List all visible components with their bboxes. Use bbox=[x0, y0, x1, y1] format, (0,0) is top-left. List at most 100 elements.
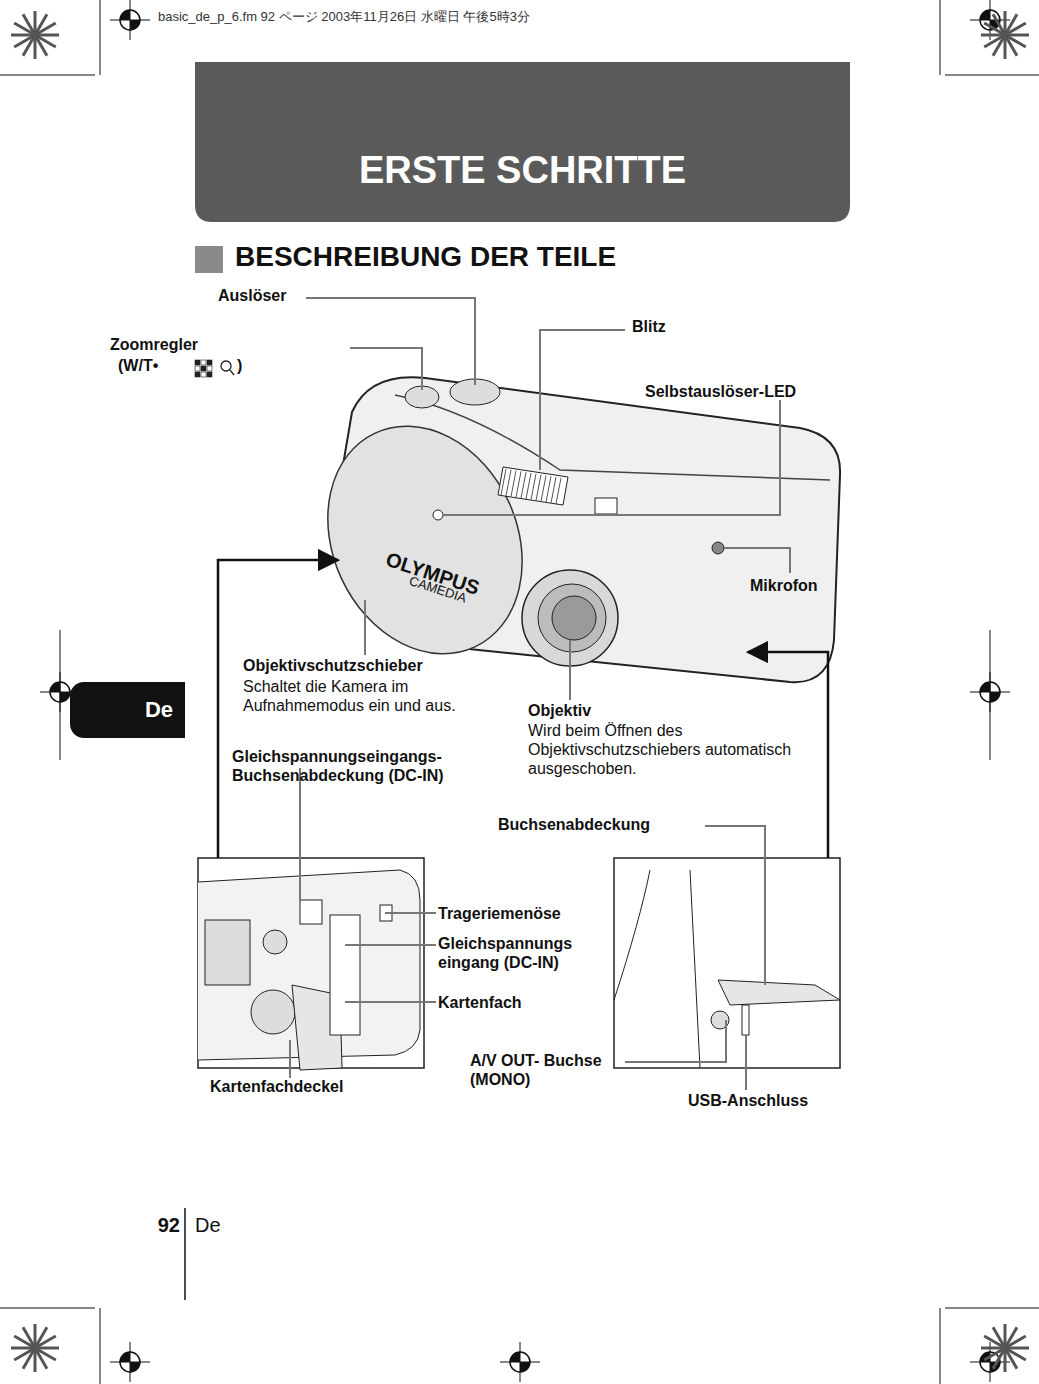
section-heading: BESCHREIBUNG DER TEILE bbox=[235, 240, 835, 273]
file-header: basic_de_p_6.fm 92 ページ 2003年11月26日 水曜日 午… bbox=[158, 9, 798, 24]
star-target bbox=[11, 1324, 59, 1372]
lcd-screen bbox=[205, 920, 250, 985]
crop-line bbox=[100, 1308, 101, 1384]
lens-ring bbox=[538, 584, 606, 652]
tab-text: De bbox=[145, 697, 173, 723]
arrow-pad bbox=[251, 990, 295, 1034]
flash-line bbox=[556, 478, 561, 504]
registration-fill bbox=[510, 1352, 530, 1372]
flash-line bbox=[536, 475, 541, 501]
section-square bbox=[195, 246, 223, 273]
star-ray bbox=[35, 1348, 47, 1369]
language-tab: De bbox=[70, 682, 185, 738]
registration-mark bbox=[500, 1342, 540, 1382]
leader-line bbox=[569, 640, 571, 700]
star-ray bbox=[1005, 23, 1026, 35]
star-ray bbox=[993, 14, 1005, 35]
part-name: Objektiv bbox=[528, 702, 648, 721]
button bbox=[263, 930, 287, 954]
part-name: Selbstauslöser-LED bbox=[645, 383, 845, 402]
part-name: Kartenfach bbox=[438, 994, 588, 1013]
flash-line bbox=[541, 475, 546, 501]
microphone-hole bbox=[712, 542, 724, 554]
star-ray bbox=[35, 1336, 56, 1348]
crop-line bbox=[940, 0, 941, 75]
crop-line bbox=[100, 0, 101, 75]
star-ray bbox=[14, 1348, 35, 1360]
part-name: Gleichspannungs eingang (DC-IN) bbox=[438, 935, 586, 973]
star-target bbox=[11, 11, 59, 59]
leader-line bbox=[364, 600, 366, 655]
usb-port bbox=[742, 1005, 749, 1035]
flash-line bbox=[546, 476, 551, 502]
lens-cover bbox=[292, 394, 558, 686]
part-name: ) bbox=[237, 357, 257, 376]
star-ray bbox=[984, 35, 1005, 47]
star-ray bbox=[35, 35, 47, 56]
star-ray bbox=[14, 35, 35, 47]
leader-line bbox=[345, 944, 436, 946]
star-ray bbox=[1005, 1336, 1026, 1348]
part-name: (W/T• bbox=[118, 357, 198, 376]
star-ray bbox=[23, 1327, 35, 1348]
flash-line bbox=[516, 471, 521, 497]
leader-line bbox=[289, 1040, 291, 1078]
flash-line bbox=[501, 469, 506, 495]
rear-view-illustration bbox=[198, 870, 420, 1070]
camera-side bbox=[614, 870, 700, 1068]
leader-line bbox=[350, 348, 422, 390]
part-description: Schaltet die Kamera im Aufnahmemodus ein… bbox=[243, 678, 488, 716]
star-ray bbox=[1005, 1348, 1017, 1369]
language-code: De bbox=[195, 1214, 255, 1238]
part-name: Mikrofon bbox=[750, 577, 840, 596]
part-name: Zoomregler bbox=[110, 336, 350, 355]
flash-line bbox=[511, 471, 516, 497]
crop-line bbox=[945, 1308, 1039, 1309]
leader-line bbox=[299, 768, 301, 902]
crop-line bbox=[0, 1308, 95, 1309]
star-target bbox=[981, 1324, 1029, 1372]
index-cell bbox=[201, 372, 206, 377]
leader-line bbox=[306, 298, 475, 385]
leader-line bbox=[745, 1035, 747, 1090]
index-cell bbox=[201, 360, 206, 365]
crop-line bbox=[990, 630, 991, 760]
crop-line bbox=[60, 630, 61, 760]
side-view-illustration bbox=[614, 870, 840, 1068]
part-name: Kartenfachdeckel bbox=[210, 1078, 410, 1097]
lens-glass bbox=[552, 596, 596, 640]
leader-line bbox=[724, 548, 790, 573]
magnify-glass bbox=[221, 361, 231, 371]
index-cell bbox=[195, 366, 200, 371]
index-cell bbox=[207, 360, 212, 365]
registration-mark bbox=[110, 1342, 150, 1382]
star-ray bbox=[993, 1327, 1005, 1348]
star-target bbox=[981, 11, 1029, 59]
registration-fill bbox=[120, 10, 140, 30]
leader-line bbox=[443, 400, 780, 515]
leader-line bbox=[540, 330, 625, 470]
card-slot bbox=[330, 915, 360, 1035]
page-number: 92 bbox=[140, 1214, 180, 1238]
star-ray bbox=[984, 1348, 1005, 1360]
index-cell bbox=[201, 366, 206, 371]
leader-line bbox=[385, 912, 436, 914]
part-name: Trageriemenöse bbox=[438, 905, 608, 924]
crop-line bbox=[945, 75, 1039, 76]
star-ray bbox=[35, 23, 56, 35]
star-ray bbox=[1005, 35, 1017, 56]
registration-fill bbox=[120, 1352, 140, 1372]
flash-line bbox=[531, 474, 536, 500]
part-name: Objektivschutzschieber bbox=[243, 657, 483, 676]
self-timer-led bbox=[433, 510, 443, 520]
flash-line bbox=[506, 470, 511, 496]
jack-cover bbox=[718, 980, 840, 1005]
page-title: ERSTE SCHRITTE bbox=[195, 148, 850, 193]
magnify-handle bbox=[230, 370, 234, 375]
crop-line bbox=[940, 1308, 941, 1384]
flash-line bbox=[521, 472, 526, 498]
footer-rule bbox=[184, 1208, 186, 1300]
index-cell bbox=[195, 372, 200, 377]
title-band bbox=[195, 62, 850, 222]
part-name: Blitz bbox=[632, 318, 712, 337]
